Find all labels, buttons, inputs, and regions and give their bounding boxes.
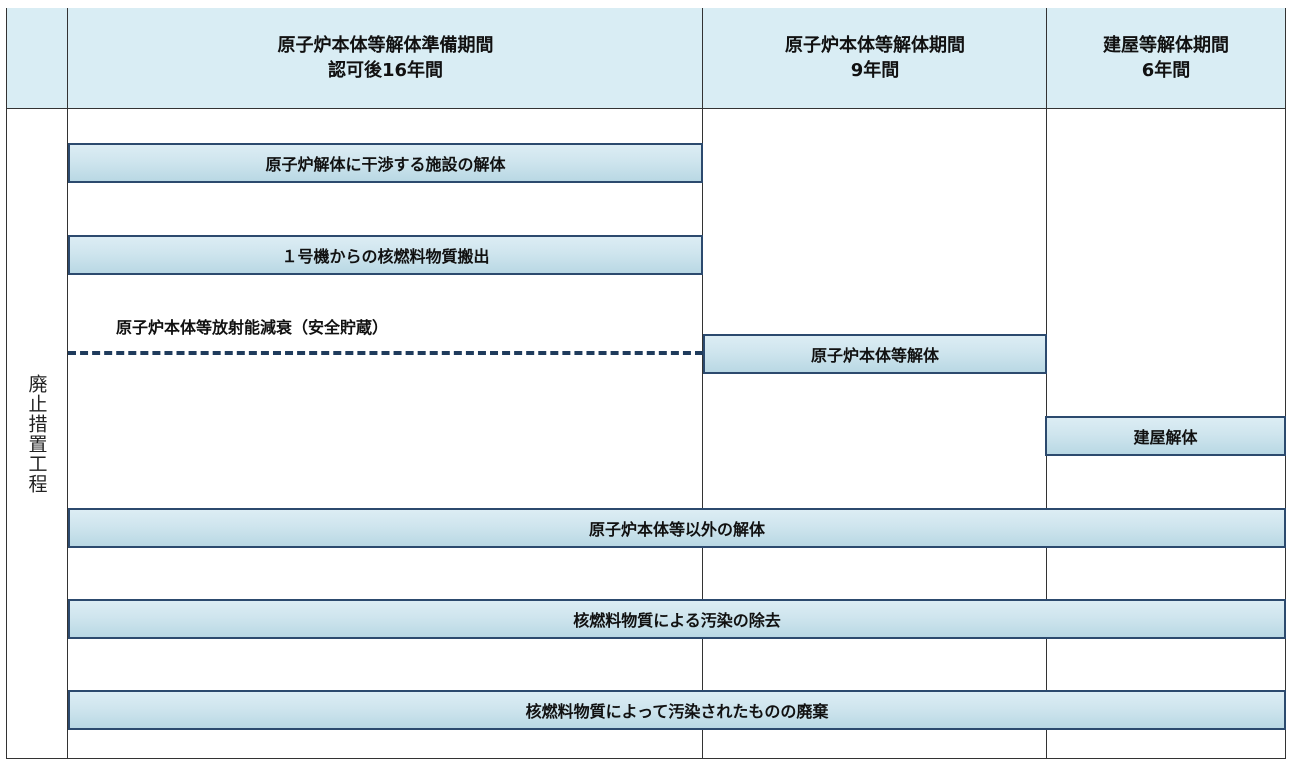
header-phase3: 建屋等解体期間 6年間 (1047, 8, 1285, 109)
header-phase2: 原子炉本体等解体期間 9年間 (703, 8, 1047, 109)
bar-decontamination: 核燃料物質による汚染の除去 (68, 599, 1286, 639)
divider-phase1-2 (702, 8, 703, 759)
divider-left (67, 8, 68, 759)
bar-label: 核燃料物質による汚染の除去 (573, 611, 781, 630)
bar-label: 核燃料物質によって汚染されたものの廃棄 (525, 702, 829, 721)
phase3-duration: 6年間 (1141, 60, 1191, 81)
side-label: 廃止措置工程 (25, 374, 48, 494)
safe-storage-label: 原子炉本体等放射能減衰（安全貯蔵） (116, 318, 389, 337)
phase1-title: 原子炉本体等解体準備期間 (277, 34, 494, 56)
bar-label: 原子炉解体に干渉する施設の解体 (265, 155, 506, 174)
phase2-title: 原子炉本体等解体期間 (785, 34, 965, 56)
phase2-duration: 9年間 (850, 60, 900, 81)
phase3-title: 建屋等解体期間 (1103, 34, 1229, 56)
header-corner (7, 8, 68, 109)
bar-label: １号機からの核燃料物質搬出 (281, 247, 490, 266)
phase1-duration: 認可後16年間 (327, 60, 444, 81)
schedule-frame (6, 8, 1286, 759)
header-phase1: 原子炉本体等解体準備期間 認可後16年間 (68, 8, 703, 109)
bar-label: 建屋解体 (1133, 428, 1198, 447)
bar-interfering-facilities: 原子炉解体に干渉する施設の解体 (68, 143, 703, 183)
bar-fuel-removal: １号機からの核燃料物質搬出 (68, 235, 703, 275)
bar-building-dismantle: 建屋解体 (1045, 416, 1286, 456)
safe-storage-dashed-line (68, 351, 703, 355)
bar-label: 原子炉本体等以外の解体 (588, 520, 765, 539)
side-label-cell: 廃止措置工程 (8, 110, 66, 758)
divider-phase2-3 (1046, 8, 1047, 759)
bar-label: 原子炉本体等解体 (810, 346, 939, 365)
bar-waste-disposal: 核燃料物質によって汚染されたものの廃棄 (68, 690, 1286, 730)
bar-reactor-dismantle: 原子炉本体等解体 (703, 334, 1047, 374)
bar-other-dismantle: 原子炉本体等以外の解体 (68, 508, 1286, 548)
